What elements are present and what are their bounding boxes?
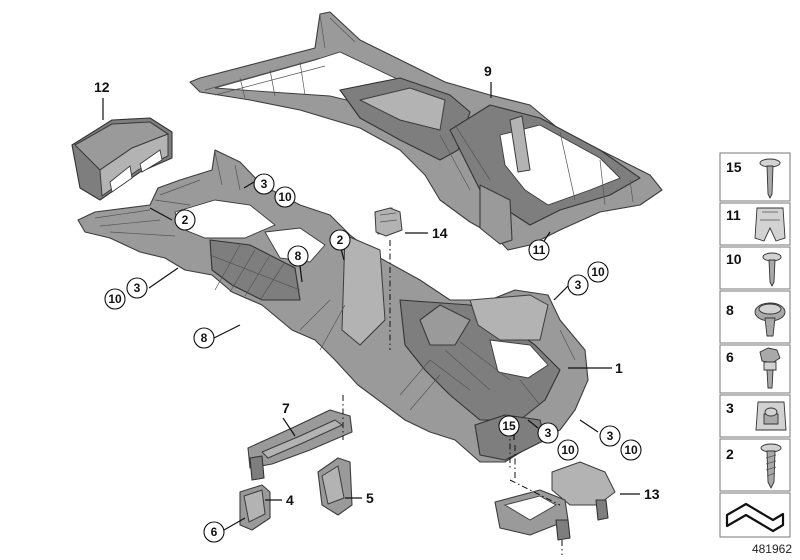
svg-text:2: 2 bbox=[182, 213, 189, 227]
svg-text:10: 10 bbox=[561, 443, 575, 457]
svg-text:8: 8 bbox=[726, 302, 734, 318]
assembly-lines bbox=[342, 240, 563, 555]
svg-text:3: 3 bbox=[134, 281, 141, 295]
part-1-console-carrier bbox=[77, 149, 589, 463]
part-number-labels: 9 12 14 1 13 7 4 5 bbox=[94, 63, 660, 508]
callout-15: 15 bbox=[498, 415, 520, 437]
callout-3: 3 bbox=[599, 425, 621, 447]
svg-text:10: 10 bbox=[726, 251, 742, 267]
svg-text:15: 15 bbox=[502, 419, 516, 433]
part-5-bracket bbox=[317, 457, 353, 516]
svg-text:6: 6 bbox=[726, 349, 734, 365]
screw-long-icon bbox=[759, 158, 781, 199]
svg-text:10: 10 bbox=[591, 265, 605, 279]
svg-text:2: 2 bbox=[726, 446, 734, 462]
svg-text:8: 8 bbox=[295, 249, 302, 263]
callout-10: 10 bbox=[620, 439, 642, 461]
svg-text:3: 3 bbox=[261, 177, 268, 191]
part-13-mounting-bracket bbox=[494, 461, 616, 541]
callout-10: 10 bbox=[274, 186, 296, 208]
svg-text:15: 15 bbox=[726, 159, 742, 175]
svg-text:6: 6 bbox=[211, 525, 218, 539]
callouts: 3 10 2 2 8 3 10 8 11 3 10 15 3 10 3 10 6 bbox=[104, 173, 642, 543]
label-part-5: 5 bbox=[366, 490, 374, 506]
callout-3: 3 bbox=[126, 277, 148, 299]
callout-11: 11 bbox=[528, 239, 550, 261]
legend-item-8: 8 bbox=[719, 290, 791, 344]
legend-item-2: 2 bbox=[719, 438, 791, 492]
part-4-bracket bbox=[239, 484, 271, 531]
callout-8: 8 bbox=[287, 245, 309, 267]
legend-item-15: 15 bbox=[719, 152, 791, 202]
callout-10: 10 bbox=[104, 288, 126, 310]
part-14-bracket bbox=[374, 207, 403, 237]
svg-text:2: 2 bbox=[337, 233, 344, 247]
legend-item-10: 10 bbox=[719, 246, 791, 290]
screw-icon bbox=[762, 252, 782, 287]
label-part-13: 13 bbox=[644, 486, 660, 502]
svg-text:3: 3 bbox=[726, 400, 734, 416]
self-tapping-screw-icon bbox=[760, 443, 782, 489]
spring-clip-icon bbox=[754, 207, 786, 242]
svg-text:3: 3 bbox=[575, 278, 582, 292]
label-part-14: 14 bbox=[432, 225, 448, 241]
label-part-12: 12 bbox=[94, 79, 110, 95]
callout-3: 3 bbox=[253, 173, 275, 195]
part-9-upper-frame bbox=[189, 11, 663, 251]
legend-item-11: 11 bbox=[719, 202, 791, 246]
svg-text:10: 10 bbox=[108, 292, 122, 306]
speed-nut-icon bbox=[755, 401, 787, 431]
callout-2: 2 bbox=[329, 229, 351, 251]
fastener-legend: 15 11 10 8 bbox=[719, 152, 791, 538]
label-part-9: 9 bbox=[484, 63, 492, 79]
svg-text:10: 10 bbox=[624, 443, 638, 457]
svg-text:3: 3 bbox=[545, 426, 552, 440]
callout-10: 10 bbox=[587, 261, 609, 283]
label-part-7: 7 bbox=[282, 400, 290, 416]
legend-item-6: 6 bbox=[719, 344, 791, 394]
legend-item-clip-symbol bbox=[719, 492, 791, 538]
callout-8: 8 bbox=[193, 327, 215, 349]
svg-text:11: 11 bbox=[533, 243, 546, 257]
svg-text:11: 11 bbox=[726, 207, 741, 223]
callout-3: 3 bbox=[537, 422, 559, 444]
bracket-symbol-icon bbox=[725, 502, 785, 533]
plastic-rivet-icon bbox=[754, 302, 786, 337]
label-part-4: 4 bbox=[286, 492, 294, 508]
svg-text:10: 10 bbox=[278, 190, 292, 204]
hex-bolt-icon bbox=[759, 347, 781, 389]
document-number: 481962 bbox=[752, 542, 792, 556]
callout-2: 2 bbox=[174, 209, 196, 231]
part-7-bracket bbox=[247, 409, 353, 481]
svg-text:8: 8 bbox=[201, 331, 208, 345]
label-part-1: 1 bbox=[615, 360, 623, 376]
legend-item-3: 3 bbox=[719, 394, 791, 438]
callout-3: 3 bbox=[567, 274, 589, 296]
svg-text:3: 3 bbox=[607, 429, 614, 443]
callout-10: 10 bbox=[557, 439, 579, 461]
callout-6: 6 bbox=[203, 521, 225, 543]
part-12-air-duct bbox=[71, 117, 173, 201]
